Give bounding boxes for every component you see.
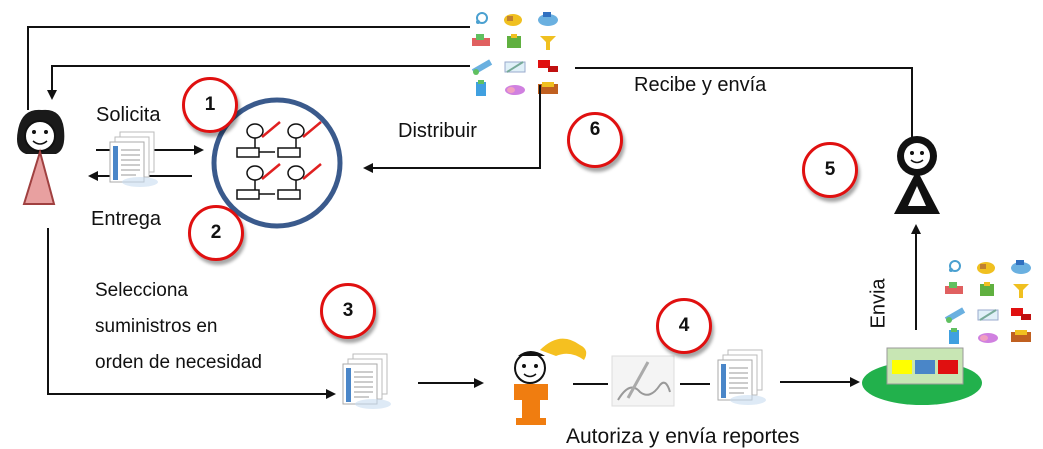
label-selecciona-2: suministros en bbox=[95, 316, 218, 337]
step-badge-6: 6 bbox=[567, 112, 623, 168]
signature-icon bbox=[611, 355, 675, 407]
label-entrega: Entrega bbox=[91, 208, 162, 230]
step-badge-5: 5 bbox=[802, 142, 858, 198]
flow-lines bbox=[27, 26, 921, 399]
step-badge-4: 4 bbox=[656, 298, 712, 354]
supplies-icon-top bbox=[470, 11, 559, 97]
label-autoriza: Autoriza y envía reportes bbox=[566, 425, 800, 448]
step-badge-3: 3 bbox=[320, 283, 376, 339]
label-envia: Envia bbox=[867, 278, 890, 329]
pharmacy-icon bbox=[862, 347, 982, 405]
receiver-figure bbox=[894, 136, 940, 214]
label-selecciona-3: orden de necesidad bbox=[95, 352, 262, 373]
label-solicita: Solicita bbox=[96, 104, 161, 126]
step-badge-2: 2 bbox=[188, 205, 244, 261]
process-circle bbox=[211, 97, 343, 229]
label-distribuir: Distribuir bbox=[398, 120, 477, 142]
authorizer-figure bbox=[514, 338, 587, 425]
document-icon-selection bbox=[342, 353, 392, 410]
supplies-icon-right bbox=[943, 259, 1032, 345]
label-selecciona-1: Selecciona bbox=[95, 280, 188, 301]
step-badge-1: 1 bbox=[182, 77, 238, 133]
document-icon-request bbox=[109, 131, 159, 188]
label-recibe: Recibe y envía bbox=[634, 74, 767, 96]
document-icon-report bbox=[717, 349, 767, 406]
requester-figure bbox=[17, 109, 65, 205]
